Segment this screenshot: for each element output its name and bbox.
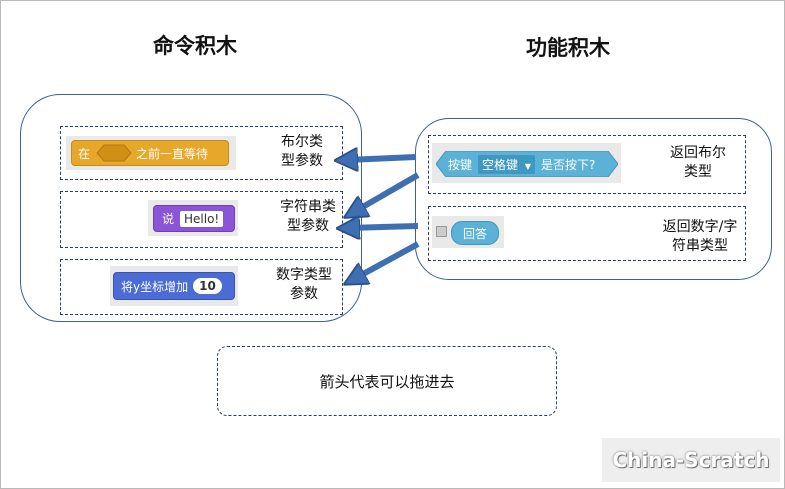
hexagon-slot-icon[interactable] <box>96 144 132 162</box>
dropdown-arrow-icon: ▼ <box>524 161 532 171</box>
number-param-slot <box>60 259 343 315</box>
key-dropdown[interactable]: 空格键 ▼ <box>478 154 536 174</box>
boolean-reporter-slot <box>428 135 746 194</box>
block-text: 说 <box>162 212 175 226</box>
block-text: 按键 <box>448 157 473 172</box>
block-text-2: 之前一直等待 <box>136 146 209 161</box>
label-line: 字符串类 <box>280 199 336 215</box>
say-block[interactable]: 说 Hello! <box>153 205 235 232</box>
legend-note: 箭头代表可以拖进去 <box>217 346 557 416</box>
label-line: 布尔类 <box>281 134 323 150</box>
block-text: 回答 <box>462 226 487 241</box>
label-line: 返回布尔 <box>670 145 726 161</box>
label-line: 型参数 <box>281 153 323 169</box>
block-text: 在 <box>78 146 91 161</box>
number-input[interactable]: 10 <box>193 278 222 294</box>
arrow-value-to-number <box>354 241 420 279</box>
block-text: 将y坐标增加 <box>121 279 189 294</box>
dropdown-value: 空格键 <box>482 157 519 172</box>
number-param-label: 数字类型 参数 <box>264 266 344 304</box>
value-reporter-slot <box>428 206 746 261</box>
key-pressed-block[interactable]: 按键 空格键 ▼ 是否按下? <box>436 151 618 177</box>
string-input[interactable]: Hello! <box>180 210 224 227</box>
label-line: 返回数字/字 <box>662 219 738 235</box>
answer-block[interactable]: 回答 <box>451 221 499 245</box>
label-line: 参数 <box>290 286 318 302</box>
arrow-bool-to-string <box>354 172 420 212</box>
boolean-param-label: 布尔类 型参数 <box>262 133 342 171</box>
wait-until-block[interactable]: 在 之前一直等待 <box>71 140 229 166</box>
label-line: 型参数 <box>287 218 329 234</box>
arrow-value-to-string <box>348 226 419 228</box>
block-text-2: 是否按下? <box>541 157 596 172</box>
boolean-reporter-label: 返回布尔 类型 <box>654 144 742 182</box>
arrow-bool-to-bool <box>346 157 417 160</box>
value-reporter-label: 返回数字/字 符串类型 <box>650 218 750 256</box>
title-function-blocks: 功能积木 <box>526 35 610 60</box>
title-command-blocks: 命令积木 <box>153 33 237 58</box>
change-y-block[interactable]: 将y坐标增加 10 <box>113 272 235 300</box>
label-line: 符串类型 <box>672 238 728 254</box>
watermark: China-Scratch <box>602 438 780 482</box>
string-param-label: 字符串类 型参数 <box>268 198 348 236</box>
label-line: 类型 <box>684 164 712 180</box>
checkbox[interactable] <box>436 226 447 237</box>
function-blocks-group <box>415 118 772 280</box>
label-line: 数字类型 <box>276 267 332 283</box>
